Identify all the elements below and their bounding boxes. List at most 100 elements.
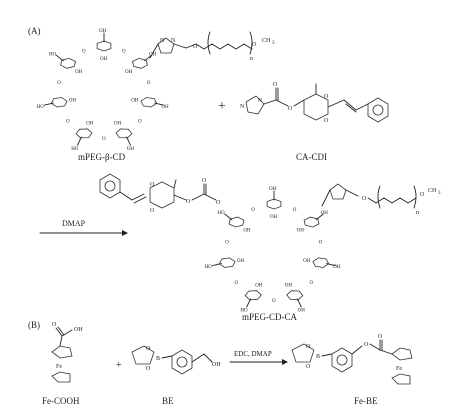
ch3-label-2: CH xyxy=(428,188,437,194)
cd2-glycosidic-oxygen: O xyxy=(310,281,314,286)
plus-sign-a: + xyxy=(218,99,226,114)
svg-text:OH: OH xyxy=(212,362,221,368)
cd1-glucose-unit: OH OH O xyxy=(96,29,126,62)
cd1-hydroxyl-label: HO xyxy=(71,147,79,152)
cd2-inner-hydroxyl-label: OH xyxy=(303,259,311,264)
cd1-inner-hydroxyl-label: OH xyxy=(125,70,133,75)
fe-atom-1: Fe xyxy=(56,364,62,370)
cd1-glycosidic-oxygen: O xyxy=(147,81,151,86)
cd2-glycosidic-oxygen: O xyxy=(272,299,276,304)
cd1-hydroxyl-label: OH xyxy=(149,52,157,57)
svg-text:O: O xyxy=(273,82,278,88)
cd1-glycosidic-oxygen: O xyxy=(82,50,86,55)
cd2-glycosidic-oxygen: O xyxy=(235,281,239,286)
cd1-hydroxyl-label: HO xyxy=(37,105,45,110)
cd1-glucose-unit: HO OH O xyxy=(37,81,77,110)
mpeg-cd-ca-label: mPEG-CD-CA xyxy=(242,312,298,322)
panel-a-label: (A) xyxy=(28,26,41,36)
fe-cooh-structure: O OH Fe xyxy=(51,322,83,383)
peg-n-subscript-2: n xyxy=(416,210,419,216)
svg-text:O: O xyxy=(306,344,311,350)
cd1-hydroxyl-label: OH xyxy=(99,29,107,34)
fe-atom-2: Fe xyxy=(396,366,402,372)
svg-text:O: O xyxy=(378,334,383,340)
svg-text:3: 3 xyxy=(438,191,441,196)
be-structure: O O B OH xyxy=(131,345,221,375)
cd1-glycosidic-oxygen: O xyxy=(66,120,70,125)
fe-be-label: Fe-BE xyxy=(354,396,378,406)
ca-cdi-label: CA-CDI xyxy=(296,152,327,162)
svg-text:O: O xyxy=(193,44,198,50)
cd1-glucose-unit: OH OH O xyxy=(125,52,157,86)
cd1-glycosidic-oxygen: O xyxy=(122,50,126,55)
cd2-glycosidic-oxygen: O xyxy=(251,208,255,213)
svg-text:O: O xyxy=(306,364,311,370)
mpeg-cd-ca-structure: O O O O O OHOHOOHOHOOHOHOOHOHOHOOHOHOOHO… xyxy=(99,173,441,314)
cd2-inner-hydroxyl-label: OH xyxy=(270,215,278,220)
svg-text:N: N xyxy=(160,38,165,44)
svg-text:O: O xyxy=(252,42,257,48)
fe-be-structure: O O B O O Fe xyxy=(291,334,413,385)
cd1-inner-hydroxyl-label: OH xyxy=(86,122,94,127)
cd2-glycosidic-oxygen: O xyxy=(293,208,297,213)
panel-b-label: (B) xyxy=(28,320,40,330)
svg-text:O: O xyxy=(52,322,57,328)
cd2-hydroxyl-label: OH xyxy=(333,265,341,270)
svg-text:O: O xyxy=(202,178,207,184)
cd2-glucose-unit: OH OH O xyxy=(303,257,341,286)
cd1-hydroxyl-label: HO xyxy=(49,52,57,57)
cd1-inner-hydroxyl-label: OH xyxy=(100,57,108,62)
fe-cooh-label: Fe-COOH xyxy=(42,396,80,406)
cd2-hydroxyl-label: OH xyxy=(269,187,277,192)
cd2-inner-hydroxyl-label: OH xyxy=(297,229,305,234)
cd2-inner-hydroxyl-label: OH xyxy=(237,259,245,264)
cd2-glycosidic-oxygen: O xyxy=(319,240,323,245)
cd2-inner-hydroxyl-label: OH xyxy=(285,283,293,288)
svg-text:O: O xyxy=(186,199,191,205)
svg-text:N: N xyxy=(240,104,245,110)
cd1-glycosidic-oxygen: O xyxy=(138,120,142,125)
be-label: BE xyxy=(162,396,174,406)
svg-text:O: O xyxy=(146,366,151,372)
cd2-glycosidic-oxygen: O xyxy=(225,240,229,245)
reaction-arrow-a xyxy=(39,230,128,236)
cd2-hydroxyl-label: HO xyxy=(240,309,248,314)
cd2-glucose-unit: HO OH O xyxy=(235,281,263,314)
cd2-glucose-unit: OH OH O xyxy=(266,187,297,220)
ca-cdi-structure: N N O O O O xyxy=(240,82,389,124)
cd2-glucose-unit: OH OH O xyxy=(297,211,329,245)
plus-sign-b: + xyxy=(116,360,122,371)
cd1-inner-hydroxyl-label: OH xyxy=(69,99,77,104)
svg-text:O: O xyxy=(146,346,151,352)
svg-text:N: N xyxy=(171,38,176,44)
cd2-inner-hydroxyl-label: OH xyxy=(255,283,263,288)
svg-text:N: N xyxy=(258,98,263,104)
cd1-inner-hydroxyl-label: OH xyxy=(131,99,139,104)
svg-text:O: O xyxy=(362,196,367,202)
cd2-hydroxyl-label: HO xyxy=(205,265,213,270)
cd1-glucose-unit: HO OH O xyxy=(66,120,94,152)
dmap-reagent-label: DMAP xyxy=(62,219,86,228)
cd2-glucose-unit: HO OH O xyxy=(217,208,255,234)
svg-text:O: O xyxy=(324,118,329,124)
edc-dmap-reagent-label: EDC, DMAP xyxy=(234,350,272,358)
cd1-inner-hydroxyl-label: OH xyxy=(114,122,122,127)
svg-text:B: B xyxy=(316,354,320,360)
svg-text:O: O xyxy=(288,106,293,112)
svg-text:3: 3 xyxy=(272,41,275,46)
cd2-hydroxyl-label: OH xyxy=(321,211,329,216)
svg-text:O: O xyxy=(364,342,369,348)
cd2-hydroxyl-label: HO xyxy=(217,211,225,216)
cd1-glycosidic-oxygen: O xyxy=(57,81,61,86)
svg-text:O: O xyxy=(216,200,221,206)
svg-text:O: O xyxy=(150,182,155,188)
cd1-hydroxyl-label: OH xyxy=(127,147,135,152)
ch3-label-1: CH xyxy=(262,38,271,44)
cd2-inner-hydroxyl-label: OH xyxy=(243,229,251,234)
